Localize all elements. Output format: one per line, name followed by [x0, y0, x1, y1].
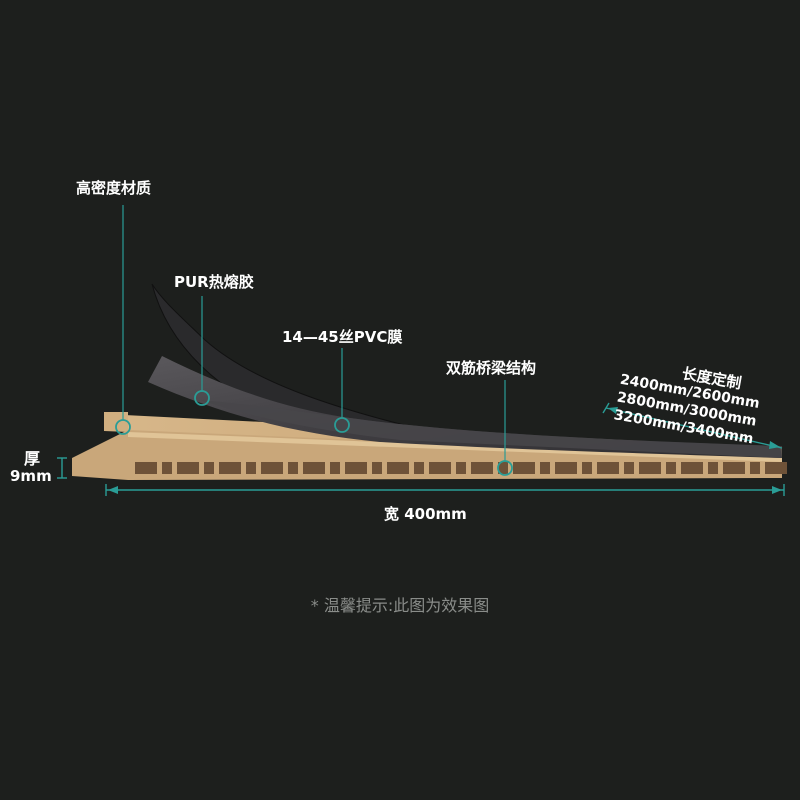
cavity: [261, 462, 283, 474]
panel-tongue: [104, 412, 128, 432]
cavity: [288, 462, 298, 474]
marker-adhesive: [194, 390, 210, 406]
width-label: 宽 400mm: [384, 505, 467, 523]
cavity: [597, 462, 619, 474]
label-structure: 双筋桥梁结构: [446, 359, 537, 377]
cavity: [681, 462, 703, 474]
cavity: [219, 462, 241, 474]
marker-film: [334, 417, 350, 433]
label-material: 高密度材质: [76, 179, 152, 197]
cavity: [513, 462, 535, 474]
label-adhesive: PUR热熔胶: [174, 273, 254, 291]
cavity: [582, 462, 592, 474]
cavity: [540, 462, 550, 474]
cavity: [666, 462, 676, 474]
marker-material: [115, 419, 131, 435]
cavity: [765, 462, 787, 474]
cavity: [135, 462, 157, 474]
cavity: [162, 462, 172, 474]
callout-markers: [115, 390, 513, 476]
cavity: [708, 462, 718, 474]
cavity: [330, 462, 340, 474]
pvc-film-surface: [200, 400, 782, 458]
cavity: [429, 462, 451, 474]
label-film: 14—45丝PVC膜: [282, 328, 403, 346]
cavity: [414, 462, 424, 474]
cavity: [372, 462, 382, 474]
thickness-label: 厚: [24, 449, 41, 468]
panel-cavities: [135, 462, 787, 474]
cavity: [345, 462, 367, 474]
adhesive-layer: [151, 283, 501, 447]
panel-front-edge: [128, 432, 782, 462]
cavity: [723, 462, 745, 474]
length-dimension: [602, 402, 783, 449]
cavity: [624, 462, 634, 474]
disclaimer-note: * 温馨提示:此图为效果图: [310, 596, 490, 615]
cavity: [177, 462, 199, 474]
cavity: [471, 462, 493, 474]
cavity: [303, 462, 325, 474]
cavity: [204, 462, 214, 474]
cavity: [246, 462, 256, 474]
width-dimension: [105, 484, 785, 496]
thickness-dimension: [57, 457, 67, 479]
cavity: [555, 462, 577, 474]
thickness-value: 9mm: [10, 467, 52, 485]
cavity: [750, 462, 760, 474]
callout-lines: [122, 205, 506, 462]
cavity: [498, 462, 508, 474]
cavity: [639, 462, 661, 474]
cavity: [387, 462, 409, 474]
cavity: [456, 462, 466, 474]
marker-structure: [497, 460, 513, 476]
